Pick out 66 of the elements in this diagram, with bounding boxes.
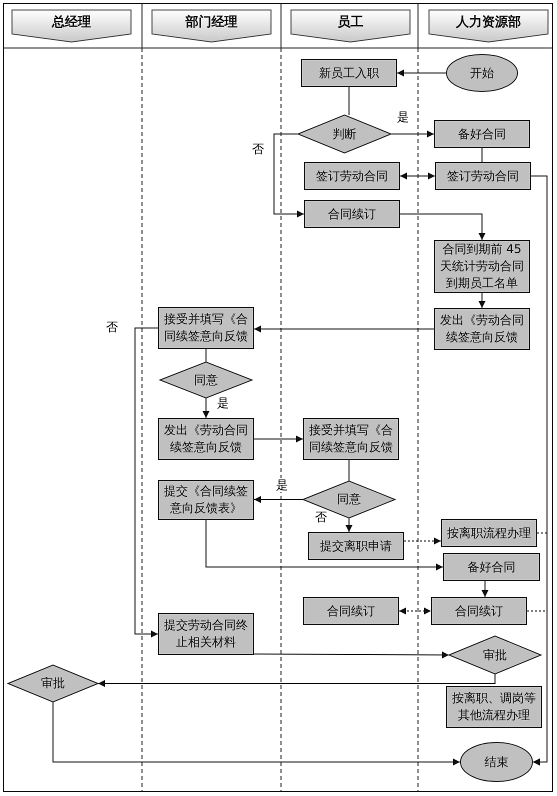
connector-arrow (396, 70, 446, 76)
process-box: 备好合同 (434, 120, 530, 148)
terminal-ellipse (446, 54, 518, 92)
node-text: 开始 (469, 64, 495, 82)
lane-title: 人力资源部 (456, 14, 521, 32)
process-box: 提交劳动合同终止相关材料 (158, 613, 254, 655)
process-box: 签订劳动合同 (304, 162, 400, 190)
node-text: 审批 (482, 646, 508, 664)
connector-arrow (404, 538, 442, 544)
node-text: 判断 (332, 126, 358, 142)
lane-header (289, 8, 412, 44)
process-box: 接受并填写《合同续签意向反馈 (158, 307, 254, 349)
connector-arrow (482, 580, 488, 598)
lane-title: 总经理 (52, 14, 91, 32)
lane-title: 员工 (338, 14, 364, 32)
lane-header (150, 8, 273, 44)
connector-arrow (134, 328, 158, 638)
process-box: 发出《劳动合同续签意向反馈 (158, 418, 254, 460)
decision-diamond (298, 115, 391, 153)
decision-diamond (8, 665, 98, 702)
process-box: 备好合同 (443, 553, 540, 581)
process-box: 合同到期前 45 天统计劳动合同到期员工名单 (434, 240, 530, 293)
edge-label: 否 (314, 510, 328, 524)
process-box: 按离职流程办理 (441, 519, 537, 547)
connector-arrow (254, 326, 434, 332)
terminal-ellipse (460, 742, 533, 782)
connector-arrow (202, 398, 210, 418)
edge-label: 是 (396, 110, 410, 124)
lane-title: 部门经理 (186, 14, 238, 32)
connector-arrow (98, 674, 496, 687)
node-text: 同意 (193, 372, 219, 388)
connector-arrow (254, 651, 450, 658)
connector-arrow (526, 610, 548, 766)
edge-label: 是 (216, 396, 230, 410)
connector-arrow (400, 214, 486, 240)
connector-arrow (254, 496, 304, 503)
process-box: 发出《劳动合同续签意向反馈 (434, 308, 530, 350)
connector-arrow (274, 134, 304, 218)
process-box: 签订劳动合同 (435, 162, 531, 190)
decision-diamond (449, 636, 541, 674)
connector-arrow (346, 518, 352, 532)
connector-arrow (254, 436, 304, 442)
process-box: 合同续订 (431, 597, 527, 625)
node-text: 结束 (484, 754, 510, 770)
node-text: 同意 (336, 491, 362, 508)
edge-label: 否 (105, 320, 119, 334)
process-box: 按离职、调岗等其他流程办理 (446, 686, 542, 728)
process-box: 提交《合同续签意向反馈表》 (158, 480, 254, 520)
lane-header (427, 8, 550, 44)
connector-arrow (398, 608, 432, 614)
process-box: 接受并填写《合同续签意向反馈 (303, 418, 399, 460)
connector-arrow (530, 176, 548, 766)
lane-header (10, 8, 133, 44)
process-box: 合同续订 (304, 200, 400, 228)
connector-arrow (400, 172, 436, 180)
edge-label: 是 (275, 478, 289, 492)
node-text: 审批 (40, 675, 66, 692)
connector-arrow (206, 520, 444, 570)
connector-arrow (478, 292, 486, 308)
process-box: 提交离职申请 (308, 532, 404, 560)
connector-arrow (390, 130, 434, 138)
decision-diamond (160, 362, 252, 398)
process-box: 合同续订 (303, 597, 399, 625)
process-box: 新员工入职 (301, 59, 397, 87)
connector-arrow (52, 702, 460, 766)
edge-label: 否 (251, 142, 265, 156)
